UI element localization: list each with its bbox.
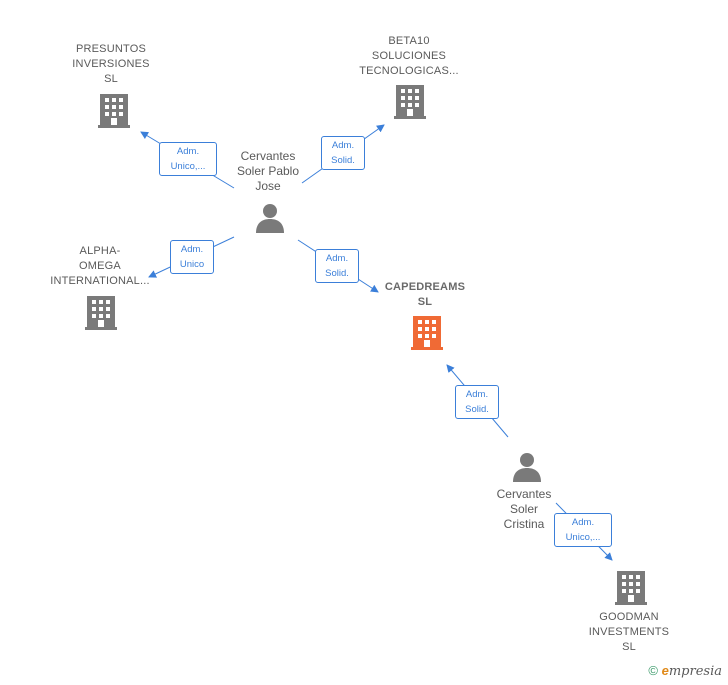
person-label-cristina[interactable]: Cervantes Soler Cristina bbox=[484, 487, 564, 532]
person-label-jose[interactable]: Cervantes Soler Pablo Jose bbox=[222, 149, 314, 194]
company-label-goodman[interactable]: GOODMAN INVESTMENTS SL bbox=[573, 610, 685, 655]
label-line: BETA10 bbox=[388, 35, 430, 47]
brand-initial: e bbox=[661, 663, 669, 678]
building-icon[interactable] bbox=[394, 85, 426, 119]
label-line: GOODMAN bbox=[599, 611, 659, 623]
role-box-jose-alpha[interactable]: Adm. Unico bbox=[170, 240, 214, 274]
brand-name: mpresia bbox=[668, 664, 722, 679]
label-line: INVERSIONES bbox=[72, 58, 150, 70]
brand-footer: © empresia bbox=[648, 663, 722, 679]
role-box-jose-presuntos[interactable]: Adm. Unico,... bbox=[159, 142, 217, 176]
role-line: Unico bbox=[179, 259, 205, 270]
company-label-presuntos[interactable]: PRESUNTOS INVERSIONES SL bbox=[56, 42, 166, 87]
role-line: Unico,... bbox=[565, 532, 601, 543]
label-line: Soler Pablo bbox=[236, 164, 300, 178]
role-line: Adm. bbox=[465, 389, 489, 400]
role-line: Adm. bbox=[331, 140, 355, 151]
label-line: INVESTMENTS bbox=[588, 626, 670, 638]
person-icon[interactable] bbox=[255, 203, 285, 233]
role-box-jose-capedreams[interactable]: Adm. Solid. bbox=[315, 249, 359, 283]
label-line: TECNOLOGICAS... bbox=[359, 65, 459, 77]
company-label-alpha-omega[interactable]: ALPHA- OMEGA INTERNATIONAL... bbox=[40, 244, 160, 289]
role-line: Solid. bbox=[325, 268, 349, 279]
label-line: OMEGA bbox=[79, 260, 121, 272]
label-line: SOLUCIONES bbox=[371, 50, 447, 62]
label-line: SL bbox=[622, 641, 636, 653]
label-line: CAPEDREAMS bbox=[384, 281, 466, 293]
label-line: Soler bbox=[509, 502, 538, 516]
label-line: Jose bbox=[255, 179, 281, 193]
label-line: PRESUNTOS bbox=[75, 43, 147, 55]
role-box-cristina-capedreams[interactable]: Adm. Solid. bbox=[455, 385, 499, 419]
role-line: Adm. bbox=[180, 244, 204, 255]
copyright-icon: © bbox=[648, 663, 658, 678]
label-line: Cervantes bbox=[240, 149, 296, 163]
building-icon[interactable] bbox=[85, 296, 117, 330]
role-line: Unico,... bbox=[170, 161, 206, 172]
role-box-jose-beta10[interactable]: Adm. Solid. bbox=[321, 136, 365, 170]
label-line: SL bbox=[417, 296, 433, 308]
role-line: Adm. bbox=[571, 517, 595, 528]
company-label-beta10[interactable]: BETA10 SOLUCIONES TECNOLOGICAS... bbox=[348, 34, 470, 79]
building-icon[interactable] bbox=[615, 571, 647, 605]
label-line: INTERNATIONAL... bbox=[50, 275, 150, 287]
role-line: Solid. bbox=[465, 404, 489, 415]
building-icon[interactable] bbox=[411, 316, 443, 350]
building-icon[interactable] bbox=[98, 94, 130, 128]
person-icon[interactable] bbox=[512, 452, 542, 482]
label-line: Cristina bbox=[503, 517, 545, 531]
label-line: Cervantes bbox=[496, 487, 552, 501]
label-line: ALPHA- bbox=[79, 245, 121, 257]
role-line: Adm. bbox=[176, 146, 200, 157]
role-box-cristina-goodman[interactable]: Adm. Unico,... bbox=[554, 513, 612, 547]
company-label-capedreams[interactable]: CAPEDREAMS SL bbox=[370, 280, 480, 310]
label-line: SL bbox=[104, 73, 118, 85]
role-line: Adm. bbox=[325, 253, 349, 264]
role-line: Solid. bbox=[331, 155, 355, 166]
